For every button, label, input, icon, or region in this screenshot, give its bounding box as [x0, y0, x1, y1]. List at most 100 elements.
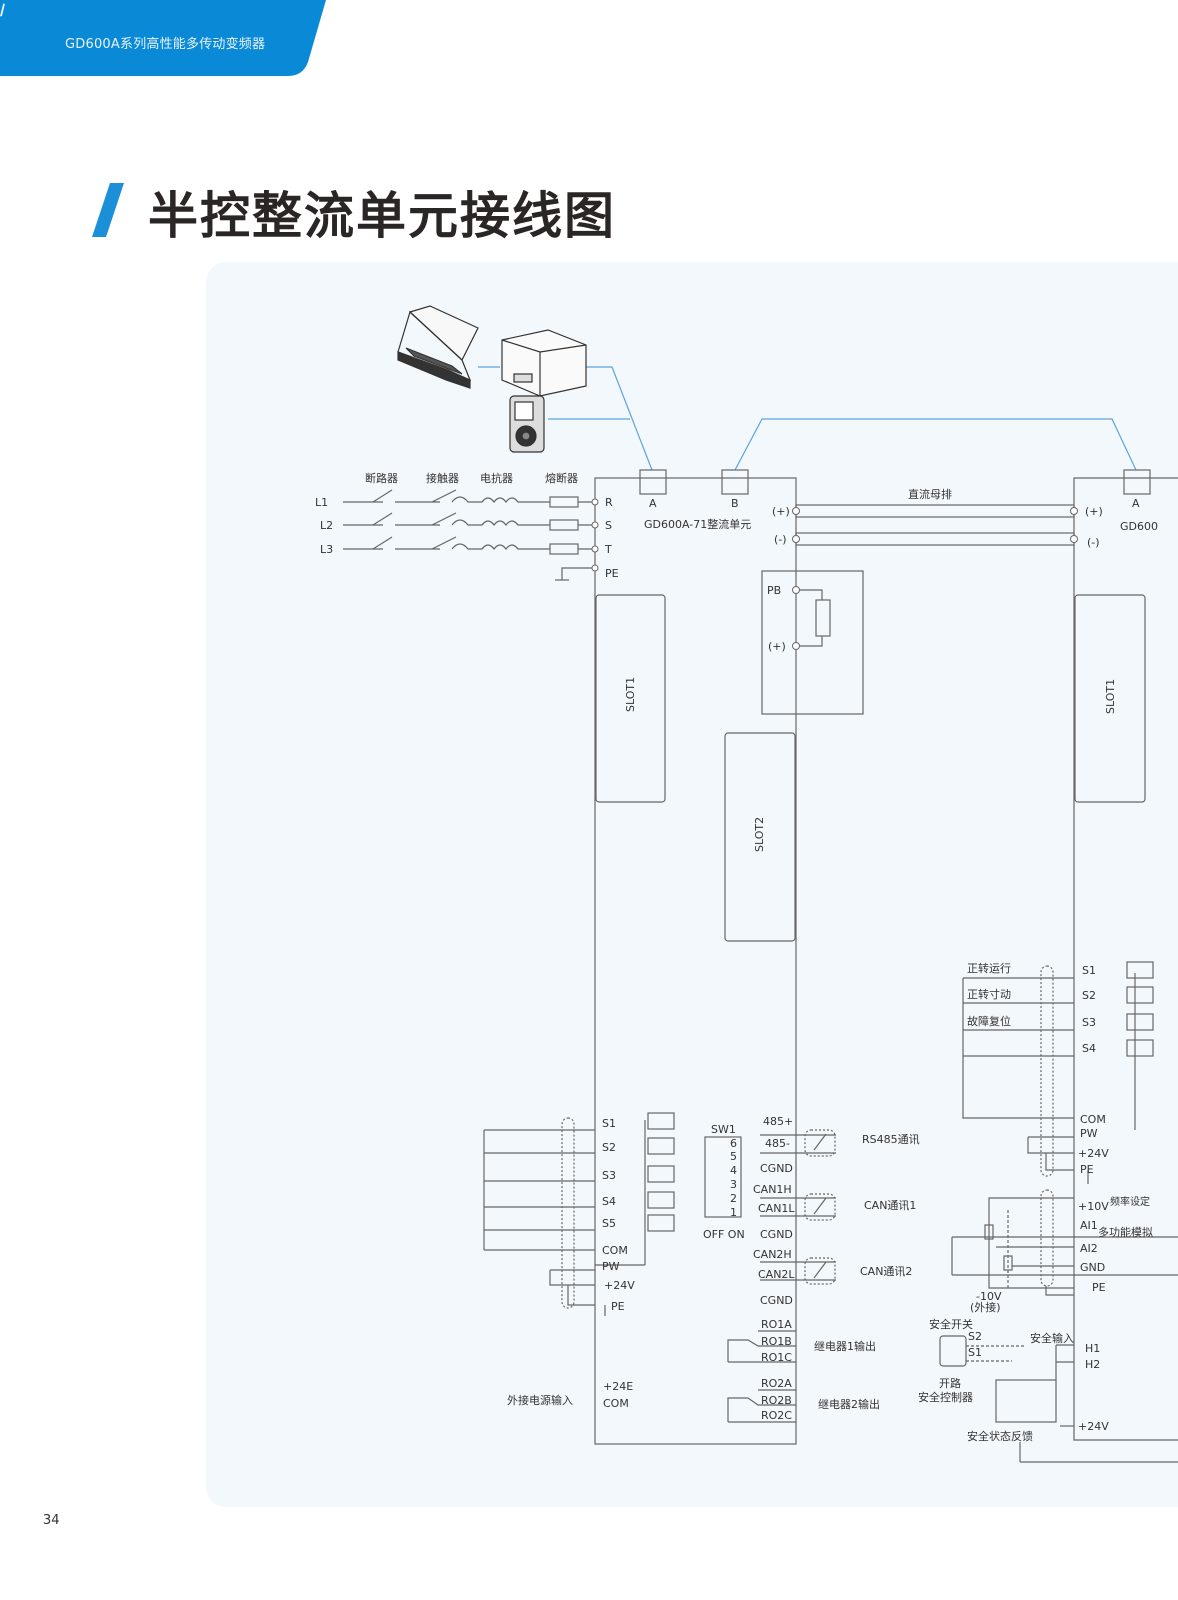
pin-can1l: CAN1L [758, 1202, 795, 1215]
term-com: COM [602, 1244, 628, 1257]
open-label: 开路 [939, 1377, 961, 1390]
sw1-dip-switch[interactable] [704, 1136, 742, 1218]
cgnd-3: CGND [760, 1294, 793, 1307]
label-l1: L1 [315, 496, 328, 509]
term-h2: H2 [1085, 1358, 1100, 1371]
inverter-slot1-box [1074, 594, 1146, 803]
term-com2: COM [603, 1397, 629, 1410]
label-reactor: 电抗器 [480, 471, 513, 485]
term-pe2: PE [611, 1300, 625, 1313]
sw-pos-5: 5 [730, 1150, 737, 1163]
inv-10v: +10V [1078, 1200, 1109, 1213]
dc-minus-label: (-) [774, 533, 787, 546]
slot2-box [724, 732, 796, 942]
pb-label: PB [767, 584, 781, 597]
relay2-label: 继电器2输出 [818, 1397, 880, 1411]
term-24e: +24E [603, 1380, 633, 1393]
inv-fn-s1: 正转运行 [967, 961, 1011, 975]
can1-label: CAN通讯1 [864, 1199, 916, 1212]
pin-ro2b: RO2B [761, 1394, 792, 1407]
label-contactor: 接触器 [426, 471, 459, 485]
brake-plus-label: (+) [768, 640, 786, 653]
header-band: GD600A系列高性能多传动变频器 [0, 0, 330, 76]
sw-pos-6: 6 [730, 1137, 737, 1150]
pin-485n: 485- [765, 1137, 790, 1150]
input-power-lines [343, 489, 595, 581]
pin-ro2a: RO2A [761, 1377, 792, 1390]
inv-ai1: AI1 [1080, 1219, 1098, 1232]
ext-power-label: 外接电源输入 [507, 1393, 573, 1407]
brake-resistor [815, 599, 831, 637]
inv-ai2: AI2 [1080, 1242, 1098, 1255]
converter-box-icon [501, 329, 587, 397]
inverter-port-a-icon[interactable] [1123, 469, 1151, 495]
inv-gnd: GND [1080, 1261, 1105, 1274]
page-number: 34 [43, 1513, 60, 1528]
inv-fn-s2: 正转寸动 [967, 987, 1011, 1001]
pin-ro1b: RO1B [761, 1335, 792, 1348]
sw-pos-2: 2 [730, 1192, 737, 1205]
safety-feedback-label: 安全状态反馈 [967, 1429, 1033, 1443]
analog-wiring [951, 1189, 1178, 1296]
inv-pw: PW [1080, 1127, 1098, 1140]
inv-slot1-label: SLOT1 [1104, 679, 1117, 714]
keypad-icon [509, 395, 545, 453]
laptop-icon [397, 305, 479, 389]
term-24v: +24V [604, 1279, 635, 1292]
label-breaker: 断路器 [365, 471, 398, 485]
sw-legend: OFF ON [703, 1228, 745, 1241]
sw1-label: SW1 [711, 1123, 736, 1136]
safety-switch-label: 安全开关 [929, 1317, 973, 1331]
pin-can2h: CAN2H [753, 1248, 792, 1261]
safety-s1: S1 [968, 1346, 982, 1359]
terminal-dots [591, 498, 1078, 650]
inv-di-s4: S4 [1082, 1042, 1096, 1055]
diagram-labels: 断路器 接触器 电抗器 熔断器 L1 L2 L3 R S T PE A B GD… [315, 471, 1158, 1443]
di-s3: S3 [602, 1169, 616, 1182]
safety-input-label: 安全输入 [1030, 1331, 1074, 1345]
inv-di-s3: S3 [1082, 1016, 1096, 1029]
diagram-panel [206, 262, 1178, 1507]
slot1-label: SLOT1 [624, 677, 637, 712]
inv-com: COM [1080, 1113, 1106, 1126]
port-b-label: B [731, 497, 739, 510]
di-s1: S1 [602, 1117, 616, 1130]
inv-di-s1: S1 [1082, 964, 1096, 977]
can2-label: CAN通讯2 [860, 1265, 912, 1278]
inv-24v: +24V [1078, 1147, 1109, 1160]
analog-label: 多功能模拟 [1098, 1225, 1153, 1239]
inverter-name: GD600 [1120, 520, 1158, 533]
cgnd-2: CGND [760, 1228, 793, 1241]
neg10v-label: -10V [976, 1290, 1002, 1303]
rectifier-di-wiring [483, 1112, 675, 1316]
brake-resistor-box [761, 570, 864, 715]
inv-dc-minus-label: (-) [1087, 536, 1100, 549]
cgnd-1: CGND [760, 1162, 793, 1175]
safety-24v: +24V [1078, 1420, 1109, 1433]
relay-wiring [727, 1330, 796, 1423]
pin-ro2c: RO2C [761, 1409, 792, 1422]
terminal-r: R [605, 496, 613, 509]
rs485-label: RS485通讯 [862, 1133, 920, 1146]
port-a-label: A [649, 497, 657, 510]
term-h1: H1 [1085, 1342, 1100, 1355]
slot2-label: SLOT2 [753, 817, 766, 852]
slot1-box [595, 594, 666, 803]
inv-fn-s3: 故障复位 [967, 1014, 1011, 1028]
di-s5: S5 [602, 1217, 616, 1230]
port-a-icon[interactable] [639, 469, 667, 495]
pin-ro1a: RO1A [761, 1318, 792, 1331]
pin-485p: 485+ [763, 1115, 793, 1128]
safety-controller-label: 安全控制器 [918, 1390, 973, 1404]
port-b-icon[interactable] [721, 469, 749, 495]
dc-plus-label: (+) [772, 505, 790, 518]
terminal-t: T [604, 543, 612, 556]
terminal-pe: PE [605, 567, 619, 580]
dc-bus-label: 直流母排 [908, 487, 952, 501]
header-slash-icon [0, 3, 5, 17]
pin-ro1c: RO1C [761, 1351, 792, 1364]
inv-port-a-label: A [1132, 497, 1140, 510]
label-fuse: 熔断器 [545, 471, 578, 485]
safety-wiring [939, 1335, 1178, 1463]
inverter-outline [1073, 477, 1178, 1441]
